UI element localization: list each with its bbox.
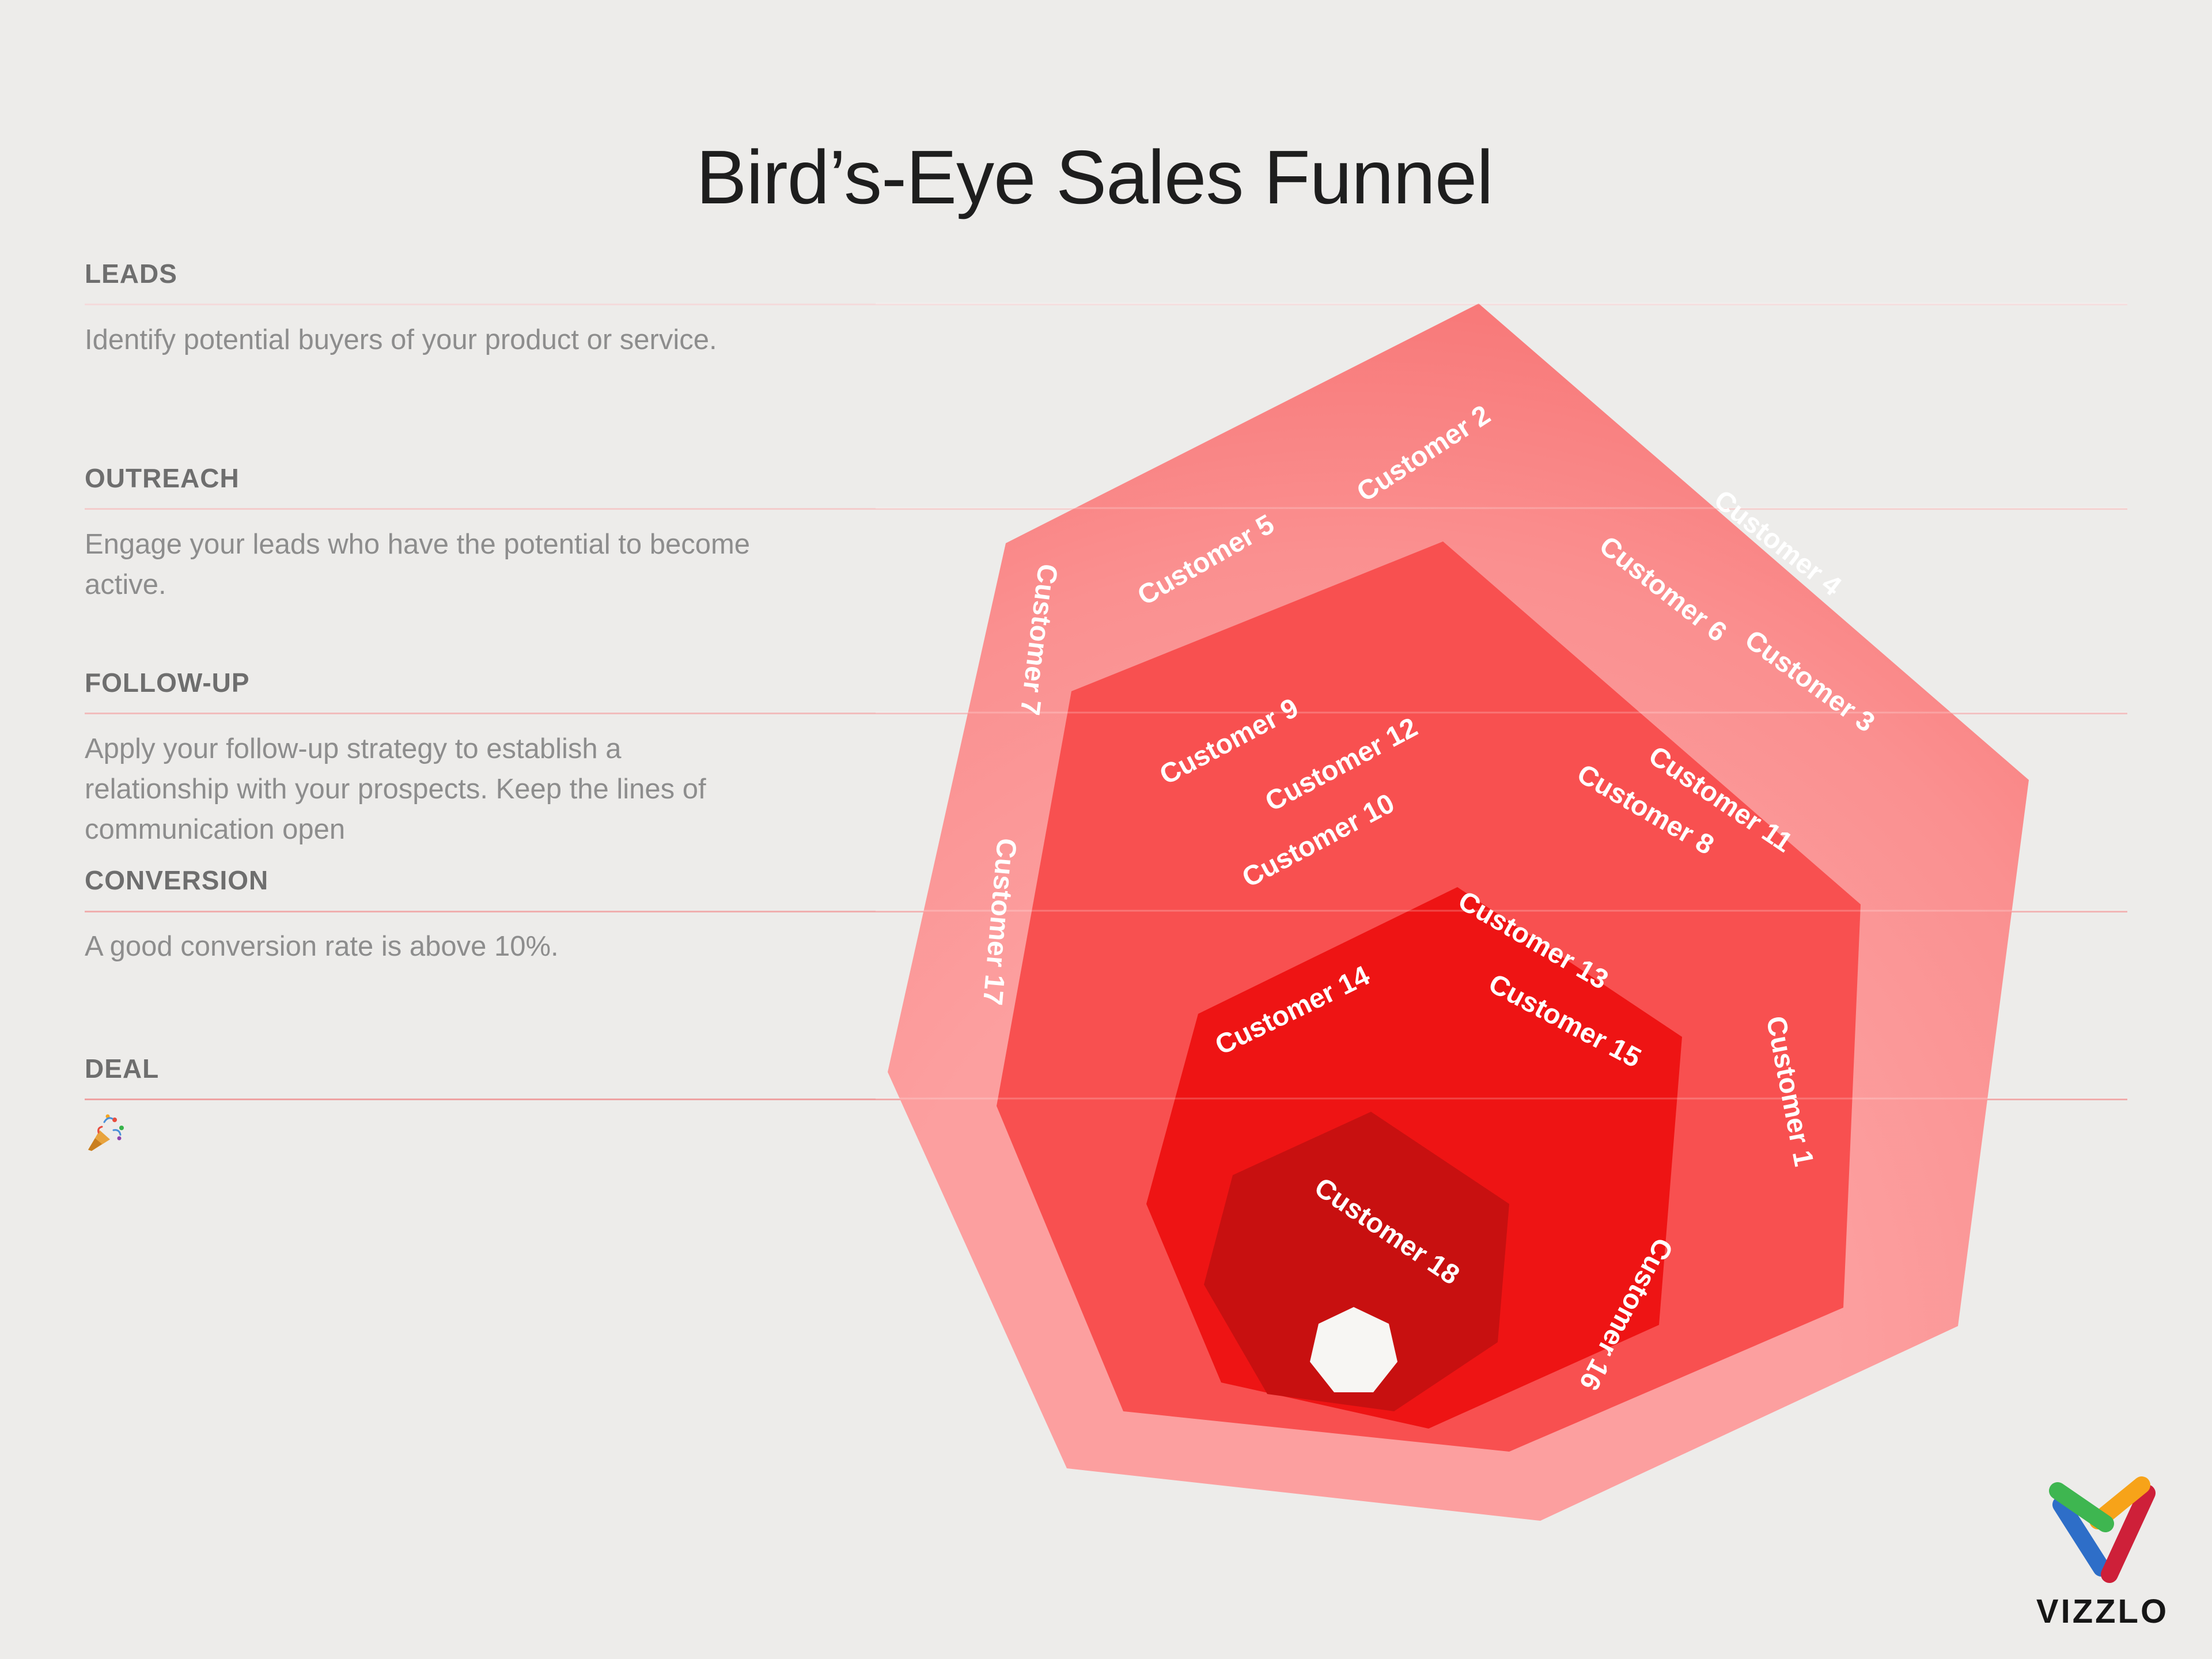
funnel-customer-label: Customer 2 [1351,399,1495,507]
funnel-customer-label: Customer 11 [1643,740,1798,858]
funnel-customer-label: Customer 13 [1453,885,1613,995]
funnel-customer-label: Customer 4 [1708,484,1847,603]
stage-section-leads: LEADS Identify potential buyers of your … [85,258,799,355]
funnel-customer-label: Customer 17 [977,837,1022,1006]
party-popper-icon [88,1114,124,1151]
stage-divider-line [85,508,2127,510]
logo-blue-bar [2052,1496,2110,1577]
stage-divider-line [85,713,2127,714]
funnel-customer-label: Customer 10 [1237,788,1400,893]
stage-section-outreach: OUTREACH Engage your leads who have the … [85,463,799,600]
funnel-customer-label: Customer 14 [1210,960,1374,1061]
funnel-customer-label: Customer 7 [1014,562,1063,717]
stage-divider-line [85,304,2127,305]
stage-description: Identify potential buyers of your produc… [85,324,717,355]
stage-name: DEAL [85,1054,160,1084]
stage-name: OUTREACH [85,463,240,493]
logo-text: VIZZLO [2036,1593,2169,1630]
funnel-customer-label: Customer 1 [1760,1014,1819,1169]
funnel-ring-conversion [1204,1112,1509,1411]
logo-green-bar [2049,1482,2114,1532]
stage-name: CONVERSION [85,865,269,895]
logo-crimson-bar [2101,1484,2156,1583]
funnel-customer-label: Customer 12 [1260,712,1423,817]
stage-description: A good conversion rate is above 10%. [85,931,559,962]
funnel-customer-label: Customer 5 [1132,509,1279,612]
funnel-customer-label: Customer 3 [1739,624,1880,738]
stage-description: Apply your follow-up strategy to establi… [85,733,706,845]
funnel-customer-label: Customer 15 [1484,968,1646,1074]
stage-description: Engage your leads who have the potential… [85,529,751,600]
funnel-customer-label: Customer 9 [1155,692,1304,791]
page-title: Bird’s-Eye Sales Funnel [696,135,1493,219]
funnel-ring-deal [1310,1307,1397,1392]
stage-name: FOLLOW-UP [85,668,250,698]
stage-divider-line [85,1099,2127,1100]
stage-section-conversion: CONVERSION A good conversion rate is abo… [85,865,799,962]
funnel-customer-label: Customer 18 [1309,1172,1465,1291]
funnel-customer-label: Customer 8 [1572,759,1719,861]
stage-section-deal: DEAL [85,1053,799,1151]
funnel-customer-label: Customer 16 [1573,1233,1679,1396]
stage-name: LEADS [85,259,177,289]
funnel-ring-follow-up [1146,887,1682,1429]
stage-divider-line [85,911,2127,912]
stage-section-follow-up: FOLLOW-UP Apply your follow-up strategy … [85,667,799,845]
funnel-ring-outreach [997,541,1861,1452]
funnel-customer-label: Customer 6 [1593,531,1732,648]
vizzlo-logo: VIZZLO [2036,1476,2169,1630]
